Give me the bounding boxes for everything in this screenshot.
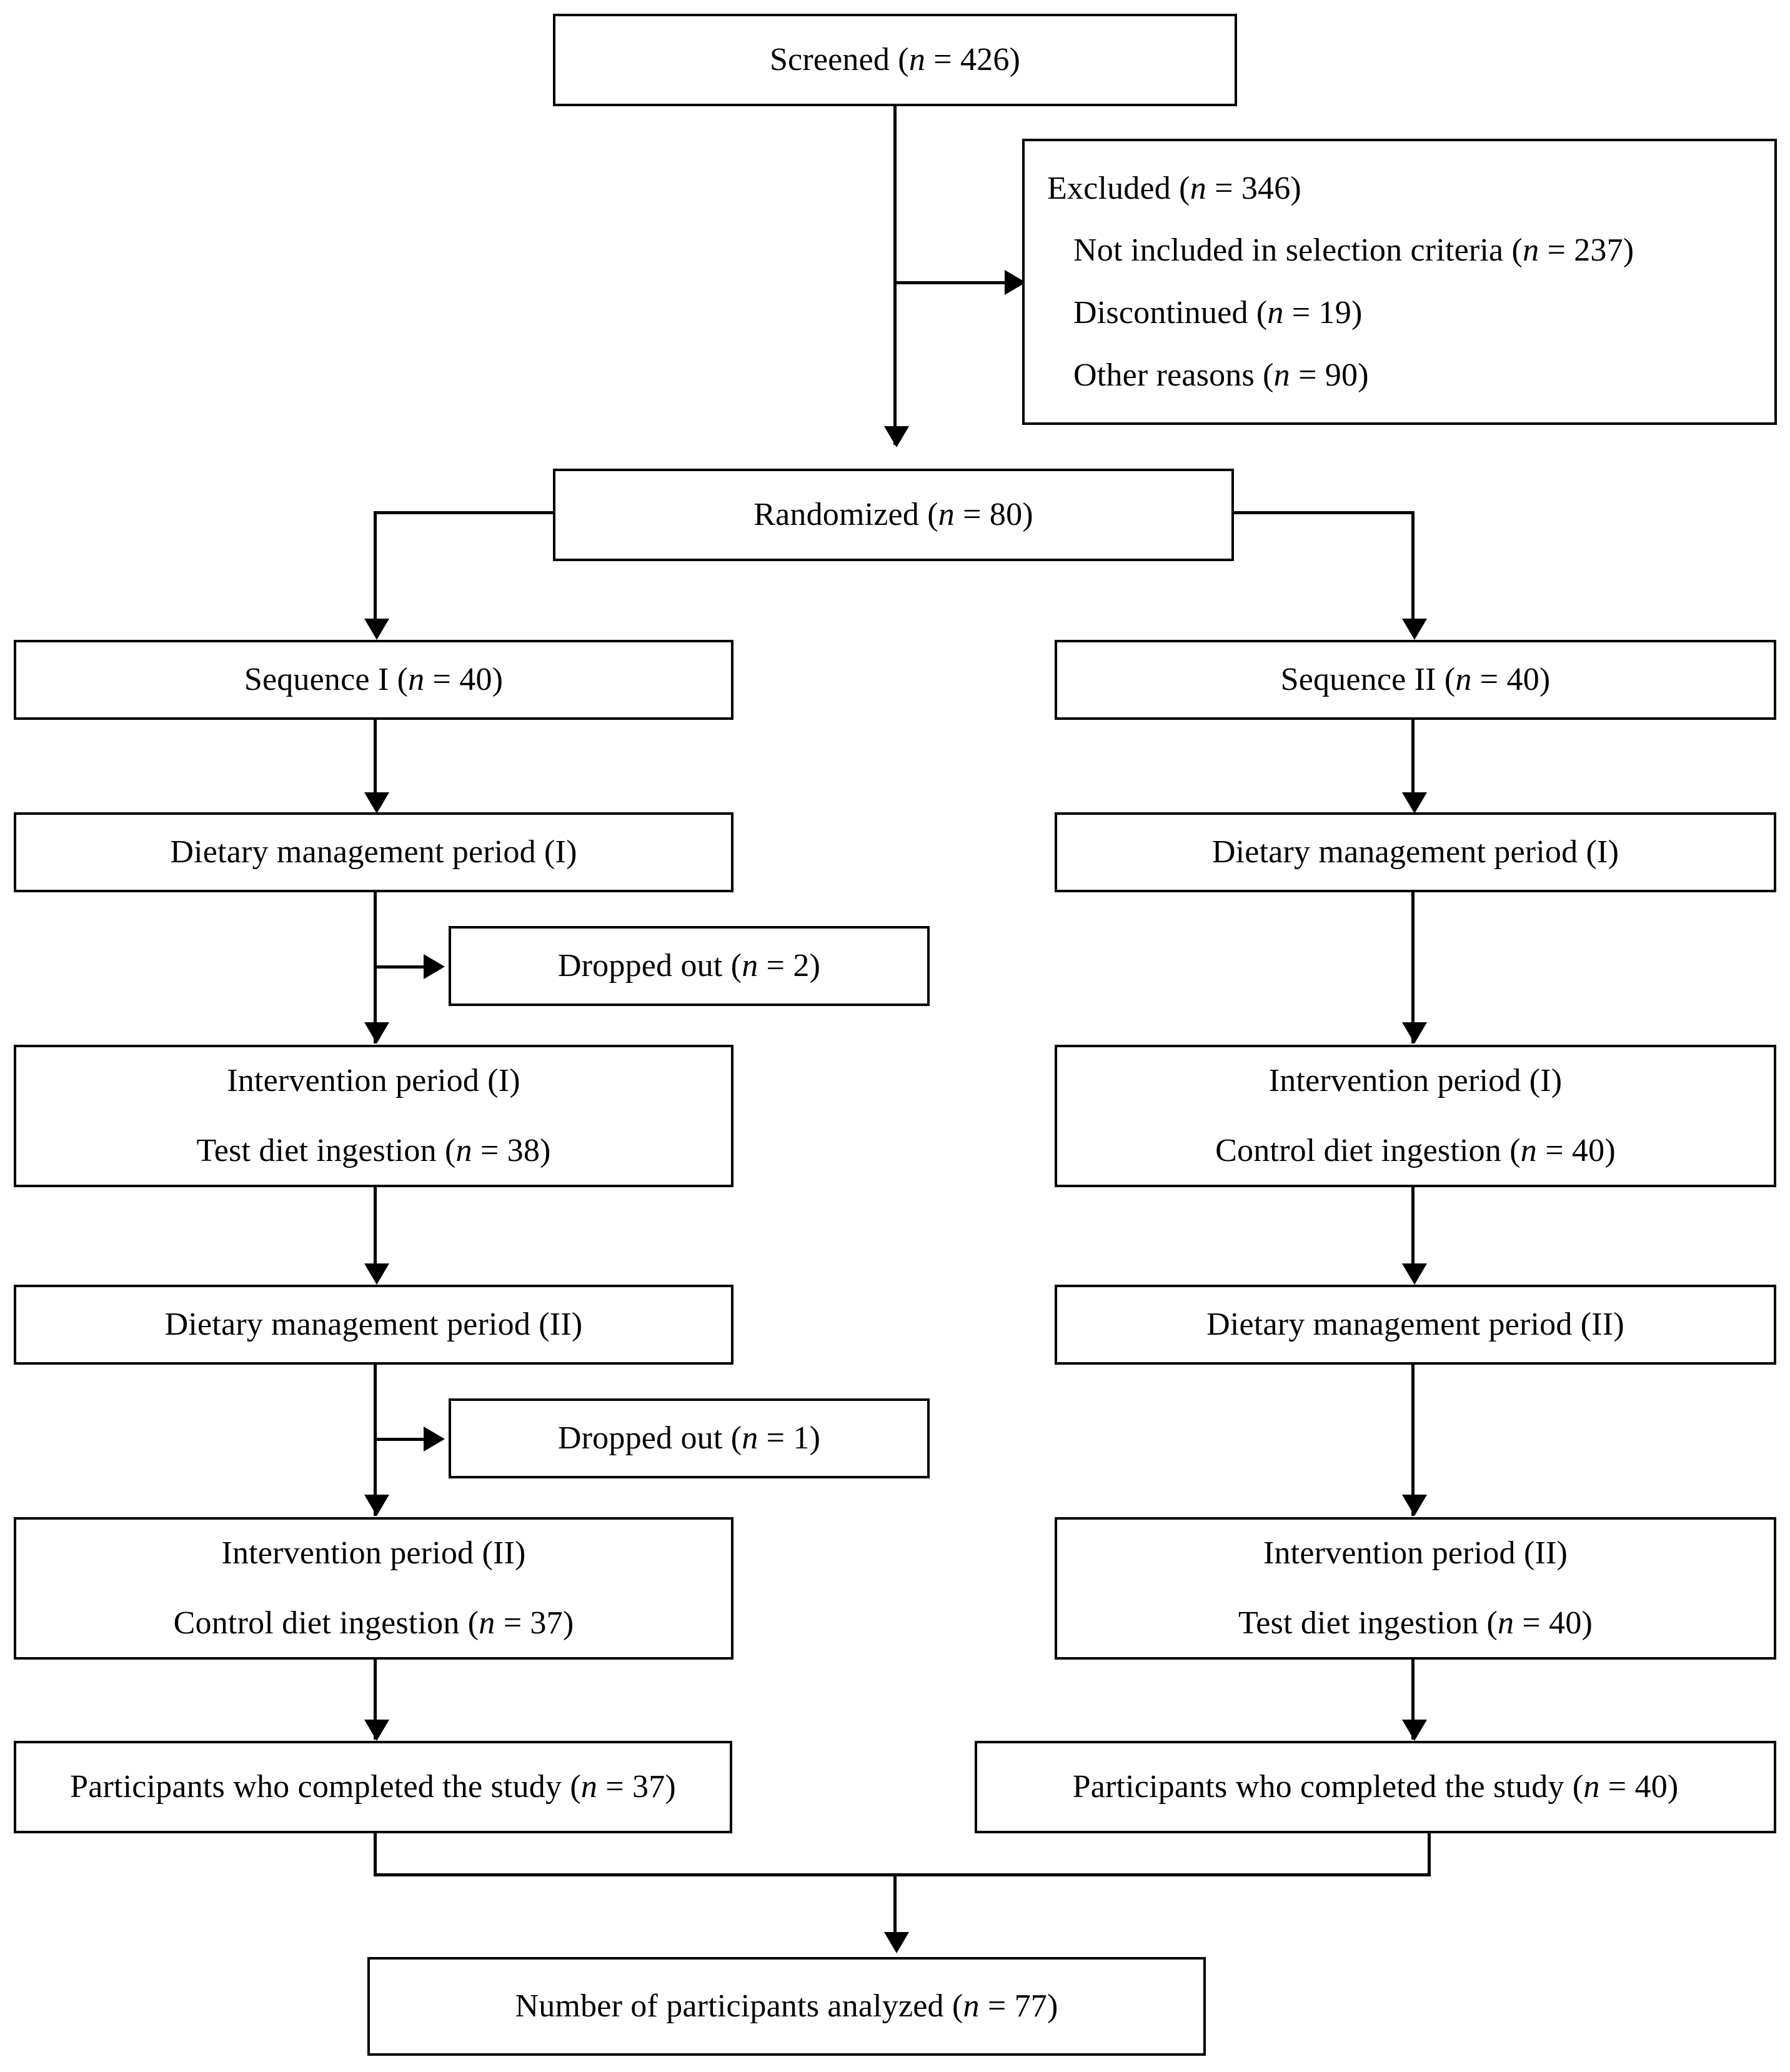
node-intervention-1-right-detail: Control diet ingestion (n = 40) [1215,1133,1616,1168]
connector-screened-to-randomized [893,106,897,445]
connector-diet1-to-interv1-right [1411,892,1415,1043]
node-participants-analyzed-text: Number of participants analyzed (n = 77) [515,1988,1058,2025]
connector-completed-right-down [1428,1833,1431,1876]
connector-randomized-to-seq2-vertical [1411,511,1415,621]
italic-n: n [963,1988,980,2025]
italic-n: n [1190,170,1206,206]
node-intervention-1-left: Intervention period (I) Test diet ingest… [14,1045,733,1187]
italic-n: n [1273,357,1290,393]
node-dropped-out-2-text: Dropped out (n = 1) [557,1420,821,1457]
node-intervention-2-right: Intervention period (II) Test diet inges… [1055,1517,1776,1660]
node-intervention-2-right-detail: Test diet ingestion (n = 40) [1238,1605,1593,1641]
excluded-other-reasons: Other reasons (n = 90) [1073,357,1369,393]
node-dietary-period-1-left-text: Dietary management period (I) [170,834,577,870]
italic-n: n [455,1133,472,1168]
italic-n: n [1520,1133,1537,1168]
node-randomized-text: Randomized (n = 80) [753,497,1033,533]
italic-n: n [479,1605,495,1641]
italic-n: n [938,497,955,533]
node-intervention-2-right-title: Intervention period (II) [1263,1535,1568,1571]
italic-n: n [408,662,425,698]
node-sequence-1: Sequence I (n = 40) [14,640,733,720]
connector-interv1-to-diet2-left [374,1187,377,1267]
node-dropped-out-1: Dropped out (n = 2) [449,926,930,1006]
node-dietary-period-1-right-text: Dietary management period (I) [1211,834,1619,870]
node-participants-analyzed: Number of participants analyzed (n = 77) [367,1957,1206,2056]
connector-screened-to-excluded [893,281,1018,284]
node-intervention-2-left-title: Intervention period (II) [221,1535,526,1571]
connector-interv2-to-completed-left [374,1660,377,1740]
node-sequence-1-text: Sequence I (n = 40) [244,662,504,698]
node-completed-study-left: Participants who completed the study (n … [14,1741,732,1833]
node-dietary-period-1-right: Dietary management period (I) [1055,812,1776,892]
arrowhead-seq1-to-diet1 [364,792,389,814]
excluded-total: Excluded (n = 346) [1047,170,1301,206]
arrowhead-diet1-to-interv1-left [364,1022,389,1043]
arrowhead-diet2-to-interv2-right [1402,1495,1427,1516]
connector-randomized-to-seq1-horizontal [374,511,556,514]
node-intervention-1-left-title: Intervention period (I) [227,1063,520,1099]
connector-randomized-to-seq2-horizontal [1231,511,1415,514]
arrowhead-screened-to-randomized [884,426,909,447]
connector-seq2-to-diet1 [1411,720,1415,796]
node-intervention-2-left-detail: Control diet ingestion (n = 37) [173,1605,574,1641]
arrowhead-seq2-to-diet1 [1402,792,1427,814]
excluded-not-included: Not included in selection criteria (n = … [1073,232,1634,269]
node-dropped-out-1-text: Dropped out (n = 2) [557,948,821,984]
italic-n: n [1583,1769,1600,1805]
node-intervention-1-right-title: Intervention period (I) [1268,1063,1563,1099]
arrowhead-interv1-to-diet2-right [1402,1263,1427,1285]
node-intervention-2-left: Intervention period (II) Control diet in… [14,1517,733,1660]
node-dropped-out-2: Dropped out (n = 1) [449,1398,930,1478]
connector-randomized-to-seq1-vertical [374,511,377,621]
italic-n: n [1523,232,1539,269]
connector-seq1-to-diet1 [374,720,377,796]
italic-n: n [1267,295,1284,331]
connector-interv2-to-completed-right [1411,1660,1415,1740]
connector-merge-horizontal [374,1873,1431,1876]
node-excluded: Excluded (n = 346) Not included in selec… [1022,139,1777,425]
node-dietary-period-1-left: Dietary management period (I) [14,812,733,892]
italic-n: n [1455,662,1472,698]
arrowhead-randomized-to-seq2 [1402,619,1427,640]
connector-diet2-to-dropped2 [374,1438,436,1441]
node-screened-text: Screened (n = 426) [769,42,1021,78]
arrowhead-interv2-to-completed-right [1402,1720,1427,1741]
node-screened: Screened (n = 426) [553,14,1237,106]
italic-n: n [908,42,926,78]
arrowhead-diet2-to-dropped2 [424,1427,445,1452]
node-completed-study-left-text: Participants who completed the study (n … [70,1769,676,1805]
arrowhead-merge-to-analyzed [884,1932,909,1953]
arrowhead-randomized-to-seq1 [364,619,389,640]
node-dietary-period-2-right: Dietary management period (II) [1055,1285,1776,1365]
node-intervention-1-left-detail: Test diet ingestion (n = 38) [196,1133,551,1168]
node-completed-study-right: Participants who completed the study (n … [975,1741,1776,1833]
connector-interv1-to-diet2-right [1411,1187,1415,1267]
excluded-discontinued: Discontinued (n = 19) [1073,295,1363,331]
italic-n: n [742,1420,758,1457]
arrowhead-interv2-to-completed-left [364,1720,389,1741]
node-sequence-2-text: Sequence II (n = 40) [1280,662,1551,698]
arrowhead-diet2-to-interv2-left [364,1495,389,1516]
node-completed-study-right-text: Participants who completed the study (n … [1072,1769,1679,1805]
node-dietary-period-2-right-text: Dietary management period (II) [1206,1307,1624,1343]
italic-n: n [742,948,758,984]
arrowhead-diet1-to-interv1-right [1402,1022,1427,1043]
italic-n: n [580,1769,598,1805]
connector-completed-left-down [374,1833,377,1876]
arrowhead-diet1-to-dropped1 [424,954,445,979]
node-intervention-1-right: Intervention period (I) Control diet ing… [1055,1045,1776,1187]
node-dietary-period-2-left-text: Dietary management period (II) [164,1307,583,1343]
node-sequence-2: Sequence II (n = 40) [1055,640,1776,720]
connector-diet2-to-interv2-right [1411,1365,1415,1516]
connector-diet1-to-dropped1 [374,965,436,969]
node-dietary-period-2-left: Dietary management period (II) [14,1285,733,1365]
node-randomized: Randomized (n = 80) [553,469,1234,561]
arrowhead-interv1-to-diet2-left [364,1263,389,1285]
italic-n: n [1498,1605,1514,1641]
connector-merge-to-analyzed [893,1873,897,1937]
